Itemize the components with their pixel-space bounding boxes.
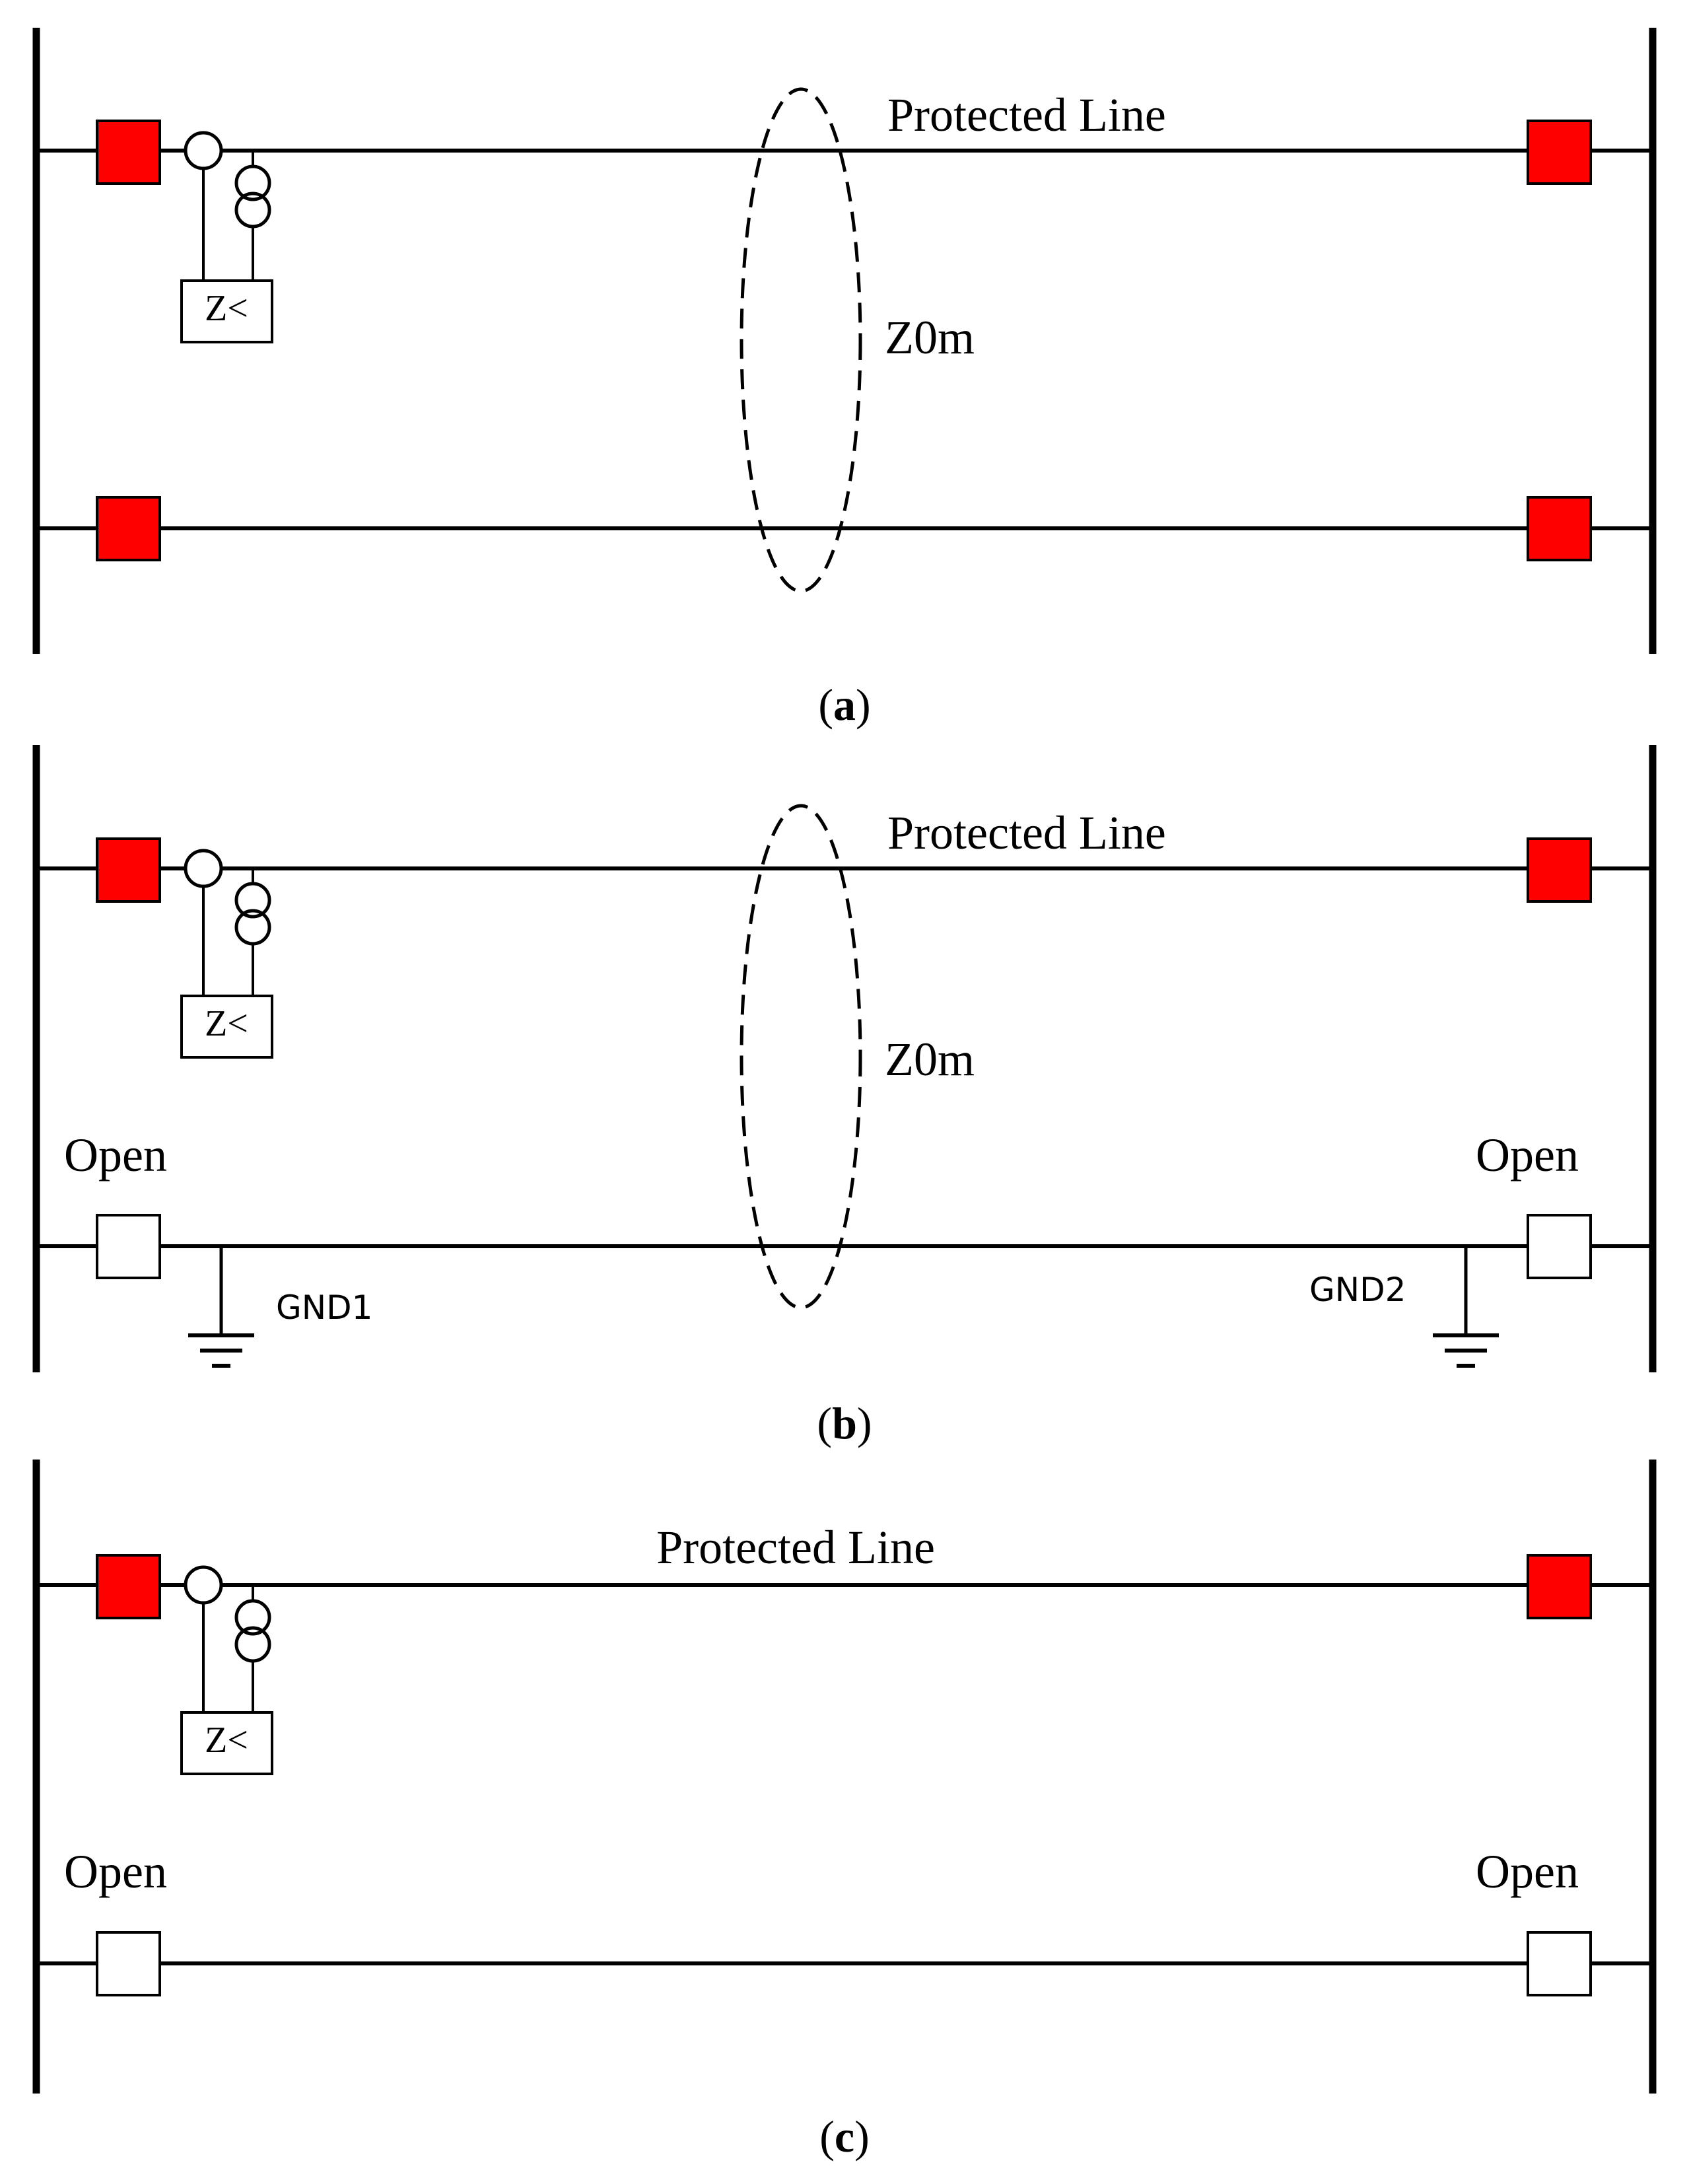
current-transformer-icon [184,1565,223,1605]
breaker-closed [96,837,161,903]
voltage-transformer-icon [234,882,271,919]
voltage-transformer-icon [234,1599,271,1636]
breaker-closed [1527,1554,1592,1619]
panel-caption: (a) [818,680,870,730]
open-label-left: Open [64,1845,167,1898]
mutual-coupling-ellipse [740,804,862,1310]
mutual-coupling-ellipse [740,87,862,593]
open-label-right: Open [1476,1845,1579,1898]
ground-label-left: GND1 [276,1288,372,1327]
current-transformer-icon [184,849,223,888]
breaker-closed [96,1554,161,1619]
mutual-coupling-label: Z0m [885,1033,975,1086]
breaker-closed [96,120,161,185]
protected-line-label: Protected Line [887,806,1166,859]
open-label-left: Open [64,1129,167,1181]
mutual-coupling-label: Z0m [885,311,975,364]
current-transformer-icon [184,131,223,170]
breaker-closed [1527,120,1592,185]
panel-b: Z< Z0m Protected Line Open Open GND1 GND… [32,745,1657,1448]
breaker-open [96,1931,161,1996]
relay-label: Z< [205,1003,248,1044]
open-label-right: Open [1476,1129,1579,1181]
relay-label: Z< [205,1720,248,1761]
distance-relay-box [180,1711,273,1775]
panel-caption: (c) [819,2111,870,2162]
ground-icon [1433,1246,1499,1368]
distance-relay-box [180,279,273,343]
breaker-open [96,1214,161,1279]
breaker-closed [96,496,161,561]
relay-label: Z< [205,288,248,329]
breaker-open [1527,1214,1592,1279]
panel-a: Z< Z0m Protected Line (a) [32,28,1657,730]
breaker-closed [1527,837,1592,903]
protected-line-label: Protected Line [656,1521,935,1574]
breaker-open [1527,1931,1592,1996]
ground-icon [188,1246,254,1368]
protected-line-label: Protected Line [887,88,1166,141]
breaker-closed [1527,496,1592,561]
ground-label-right: GND2 [1309,1271,1406,1309]
panel-caption: (b) [817,1398,872,1448]
voltage-transformer-icon [234,164,271,201]
panel-c: Z< Protected Line Open Open (c) [32,1460,1657,2162]
distance-relay-box [180,995,273,1059]
